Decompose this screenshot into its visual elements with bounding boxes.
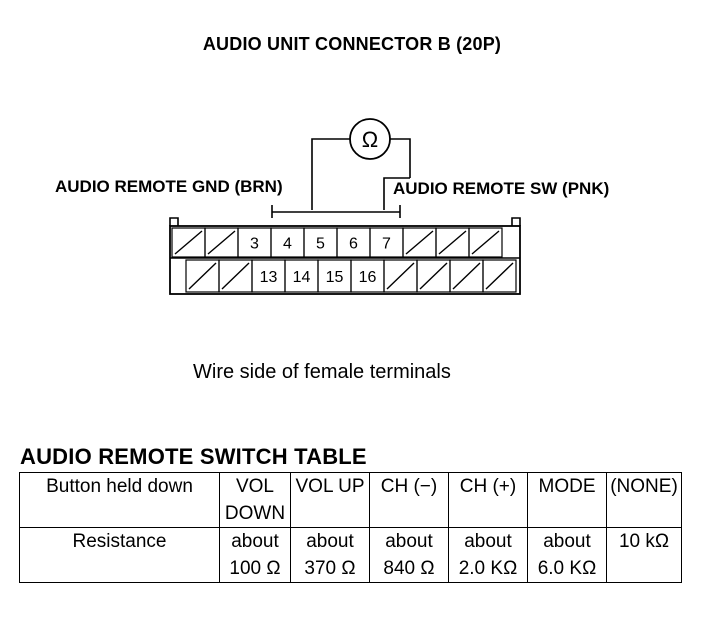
- button-name: VOL UP: [295, 476, 365, 497]
- header-label: Button held down: [46, 476, 193, 497]
- resistance-value: about: [306, 531, 354, 552]
- terminal-cavity-16: 16: [350, 259, 385, 293]
- empty-cavity: [218, 259, 253, 293]
- blank-cavity-hatch: [485, 262, 514, 290]
- resistance-cell: about 370 Ω: [290, 527, 370, 583]
- terminal-cavity-3: 3: [237, 227, 272, 258]
- diagram-title: AUDIO UNIT CONNECTOR B (20P): [202, 34, 502, 54]
- button-name: (NONE): [610, 476, 678, 497]
- terminal-number: 3: [250, 236, 259, 253]
- blank-cavity-hatch: [405, 230, 434, 255]
- button-name: DOWN: [224, 503, 286, 524]
- button-name: CH (+): [459, 476, 517, 497]
- empty-cavity: [416, 259, 451, 293]
- terminal-cavity-5: 5: [303, 227, 338, 258]
- ohm-symbol: Ω: [362, 127, 378, 152]
- terminal-cavity-4: 4: [270, 227, 305, 258]
- terminal-number: 14: [293, 269, 311, 286]
- empty-cavity: [482, 259, 517, 293]
- diagram-caption: Wire side of female terminals: [193, 361, 451, 383]
- empty-cavity: [468, 227, 503, 258]
- resistance-value: about: [464, 531, 512, 552]
- terminal-cavity-15: 15: [317, 259, 352, 293]
- resistance-cell: about 6.0 KΩ: [527, 527, 607, 583]
- resistance-value: 10 kΩ: [618, 531, 670, 552]
- terminal-number: 16: [359, 269, 377, 286]
- terminal-number: 15: [326, 269, 344, 286]
- button-name: MODE: [538, 476, 596, 497]
- blank-cavity-hatch: [386, 262, 415, 290]
- blank-cavity-hatch: [207, 230, 236, 255]
- empty-cavity: [171, 227, 206, 258]
- switch-table-title: AUDIO REMOTE SWITCH TABLE: [20, 444, 367, 469]
- blank-cavity-hatch: [419, 262, 448, 290]
- terminal-cavity-6: 6: [336, 227, 371, 258]
- connector-body: 3 4 5 6 7 13 14 15 16: [169, 217, 521, 295]
- terminal-cavity-7: 7: [369, 227, 404, 258]
- remote-sw-label: AUDIO REMOTE SW (PNK): [393, 179, 610, 198]
- resistance-value: 2.0 KΩ: [458, 558, 518, 579]
- blank-cavity-hatch: [221, 262, 250, 290]
- button-name: VOL: [235, 476, 275, 497]
- row-label-cell: Resistance: [19, 527, 220, 583]
- blank-cavity-hatch: [471, 230, 500, 255]
- terminal-number: 4: [283, 236, 292, 253]
- button-cell: VOL UP: [290, 472, 370, 528]
- resistance-value: about: [385, 531, 433, 552]
- button-name: CH (−): [380, 476, 438, 497]
- sw-lead: [383, 177, 410, 210]
- blank-cavity-hatch: [438, 230, 467, 255]
- blank-cavity-hatch: [452, 262, 481, 290]
- terminal-cavity-14: 14: [284, 259, 319, 293]
- blank-cavity-hatch: [174, 230, 203, 255]
- header-label-cell: Button held down: [19, 472, 220, 528]
- empty-cavity: [435, 227, 470, 258]
- audio-remote-switch-table: Button held down VOL DOWN VOL UP CH (−) CH (…: [19, 472, 682, 583]
- remote-gnd-label: AUDIO REMOTE GND (BRN): [55, 177, 283, 196]
- empty-cavity: [402, 227, 437, 258]
- terminal-number: 6: [349, 236, 358, 253]
- button-cell: (NONE): [606, 472, 682, 528]
- resistance-cell: 10 kΩ: [606, 527, 682, 583]
- resistance-cell: about 100 Ω: [219, 527, 291, 583]
- terminal-number: 13: [260, 269, 278, 286]
- table-row-resistance: Resistance about 100 Ω about 370 Ω about 840 …: [19, 527, 682, 583]
- resistance-value: about: [231, 531, 279, 552]
- connector-diagram: Ω 3 4 5 6 7 13 14 15 16: [169, 118, 521, 295]
- empty-cavity: [383, 259, 418, 293]
- table-row-button: Button held down VOL DOWN VOL UP CH (−) CH (…: [19, 472, 682, 528]
- resistance-value: 100 Ω: [229, 558, 281, 579]
- empty-cavity: [204, 227, 239, 258]
- resistance-value: 370 Ω: [304, 558, 356, 579]
- terminal-cavity-13: 13: [251, 259, 286, 293]
- resistance-cell: about 840 Ω: [369, 527, 449, 583]
- resistance-cell: about 2.0 KΩ: [448, 527, 528, 583]
- empty-cavity: [185, 259, 220, 293]
- blank-cavity-hatch: [188, 262, 217, 290]
- button-cell: VOL DOWN: [219, 472, 291, 528]
- ohmmeter-wiring: [271, 138, 411, 218]
- ohmmeter-icon: Ω: [349, 118, 391, 160]
- resistance-value: 840 Ω: [383, 558, 435, 579]
- resistance-value: about: [543, 531, 591, 552]
- row-label: Resistance: [72, 531, 167, 552]
- resistance-value: 6.0 KΩ: [537, 558, 597, 579]
- terminal-number: 7: [382, 236, 391, 253]
- terminal-number: 5: [316, 236, 325, 253]
- button-cell: CH (−): [369, 472, 449, 528]
- empty-cavity: [449, 259, 484, 293]
- button-cell: CH (+): [448, 472, 528, 528]
- button-cell: MODE: [527, 472, 607, 528]
